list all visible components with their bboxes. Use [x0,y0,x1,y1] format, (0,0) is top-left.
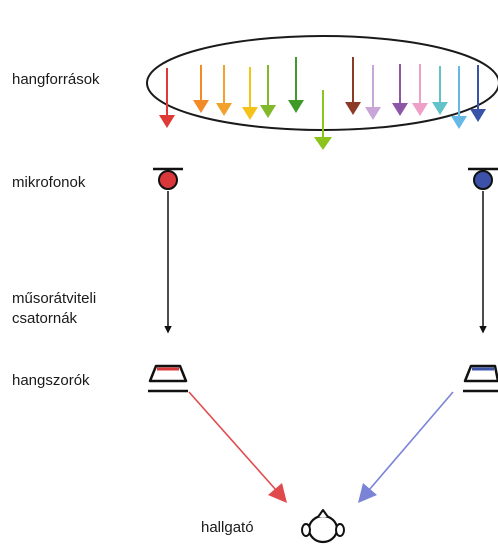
source-arrow-head [365,107,381,120]
right-speaker-to-listener-arrow [358,391,454,503]
listener-label: hallgató [201,519,254,536]
channels-label-line1: műsorátviteli [12,290,97,307]
source-arrow-head [392,103,408,116]
microphones-label: mikrofonok [12,174,86,191]
source-arrow-head [242,107,258,120]
source-arrow-head [216,103,232,116]
source-arrow-head [470,109,486,122]
sound-sources-label: hangforrások [12,71,100,88]
source-arrow-head [260,105,276,118]
left-speaker-icon [148,364,188,393]
right-speaker-icon [463,364,498,393]
source-arrow-head [345,102,361,115]
source-arrow-head [193,100,209,113]
source-arrow-head [412,103,428,116]
left-microphone [153,167,183,190]
source-arrow-head [451,116,467,129]
left-speaker-to-listener-arrow [188,391,287,503]
source-arrow-head [159,115,175,128]
source-arrow-head [432,102,448,115]
right-microphone [468,167,498,190]
source-arrows [159,57,486,150]
transmission-channels-label: műsorátviteli csatornák [12,289,96,329]
source-arrow-head [288,100,304,113]
listener-head-icon [301,509,345,544]
source-arrow-head [314,137,332,150]
channels-label-line2: csatornák [12,310,78,327]
speakers-label: hangszorók [12,372,90,389]
